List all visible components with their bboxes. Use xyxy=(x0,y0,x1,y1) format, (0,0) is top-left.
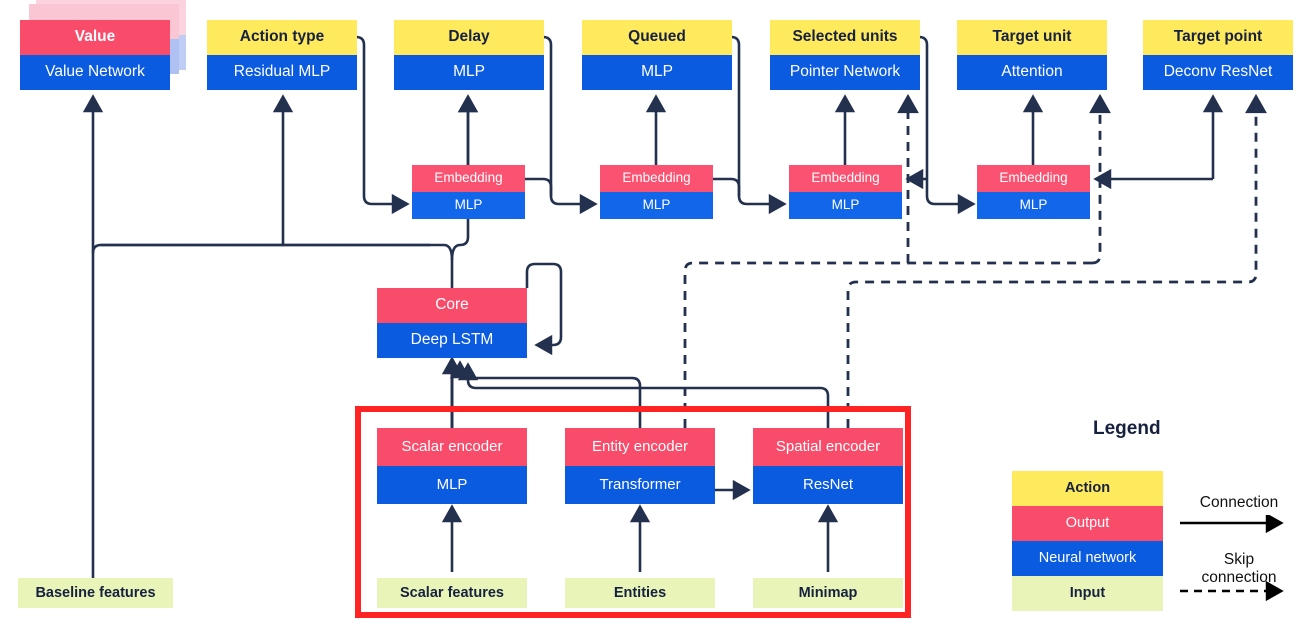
embedding-queued-subtitle: MLP xyxy=(600,192,713,219)
scalar-encoder-title: Scalar encoder xyxy=(377,428,527,466)
legend-connection-label: Connection xyxy=(1199,494,1279,511)
head-target-unit-subtitle: Attention xyxy=(957,55,1107,90)
head-target-point-title: Target point xyxy=(1143,20,1293,55)
legend-output: Output xyxy=(1012,506,1163,541)
head-target-unit-title: Target unit xyxy=(957,20,1107,55)
head-value-network-title: Value xyxy=(20,20,170,55)
core-module[interactable]: Core Deep LSTM xyxy=(377,288,527,358)
embedding-queued-title: Embedding xyxy=(600,165,713,192)
embedding-selected-units-title: Embedding xyxy=(789,165,902,192)
head-value-network-subtitle: Value Network xyxy=(20,55,170,90)
spatial-encoder-title: Spatial encoder xyxy=(753,428,903,466)
spatial-encoder[interactable]: Spatial encoder ResNet xyxy=(753,428,903,504)
input-entities[interactable]: Entities xyxy=(565,578,715,608)
legend-action: Action xyxy=(1012,471,1163,506)
embedding-delay-title: Embedding xyxy=(412,165,525,192)
embedding-delay[interactable]: Embedding MLP xyxy=(412,165,525,219)
head-action-type-title: Action type xyxy=(207,20,357,55)
head-target-point-subtitle: Deconv ResNet xyxy=(1143,55,1293,90)
embedding-queued[interactable]: Embedding MLP xyxy=(600,165,713,219)
embedding-selected-units-subtitle: MLP xyxy=(789,192,902,219)
head-delay[interactable]: Delay MLP xyxy=(394,20,544,90)
head-value-network[interactable]: Value Value Network xyxy=(20,20,170,90)
head-selected-units-title: Selected units xyxy=(770,20,920,55)
head-queued-title: Queued xyxy=(582,20,732,55)
legend-input: Input xyxy=(1012,576,1163,611)
head-selected-units[interactable]: Selected units Pointer Network xyxy=(770,20,920,90)
head-delay-subtitle: MLP xyxy=(394,55,544,90)
head-action-type-subtitle: Residual MLP xyxy=(207,55,357,90)
legend-neural-network: Neural network xyxy=(1012,541,1163,576)
legend-skip-label-line2: connection xyxy=(1201,569,1277,586)
entity-encoder-title: Entity encoder xyxy=(565,428,715,466)
embedding-target-unit-subtitle: MLP xyxy=(977,192,1090,219)
embedding-delay-subtitle: MLP xyxy=(412,192,525,219)
head-action-type[interactable]: Action type Residual MLP xyxy=(207,20,357,90)
legend-arrow-samples xyxy=(1180,515,1284,602)
head-target-point[interactable]: Target point Deconv ResNet xyxy=(1143,20,1293,90)
head-target-unit[interactable]: Target unit Attention xyxy=(957,20,1107,90)
legend-swatch-stack: Action Output Neural network Input xyxy=(1012,471,1163,611)
input-minimap[interactable]: Minimap xyxy=(753,578,903,608)
embedding-selected-units[interactable]: Embedding MLP xyxy=(789,165,902,219)
core-subtitle: Deep LSTM xyxy=(377,323,527,358)
legend-skip-label-line1: Skip xyxy=(1223,551,1255,568)
entity-encoder[interactable]: Entity encoder Transformer xyxy=(565,428,715,504)
head-delay-title: Delay xyxy=(394,20,544,55)
input-baseline-features[interactable]: Baseline features xyxy=(18,578,173,608)
scalar-encoder-subtitle: MLP xyxy=(377,466,527,504)
scalar-encoder[interactable]: Scalar encoder MLP xyxy=(377,428,527,504)
input-scalar-features[interactable]: Scalar features xyxy=(377,578,527,608)
spatial-encoder-subtitle: ResNet xyxy=(753,466,903,504)
embedding-target-unit-title: Embedding xyxy=(977,165,1090,192)
legend-title: Legend xyxy=(1093,418,1161,439)
entity-encoder-subtitle: Transformer xyxy=(565,466,715,504)
head-queued[interactable]: Queued MLP xyxy=(582,20,732,90)
core-title: Core xyxy=(377,288,527,323)
head-queued-subtitle: MLP xyxy=(582,55,732,90)
embedding-target-unit[interactable]: Embedding MLP xyxy=(977,165,1090,219)
head-selected-units-subtitle: Pointer Network xyxy=(770,55,920,90)
